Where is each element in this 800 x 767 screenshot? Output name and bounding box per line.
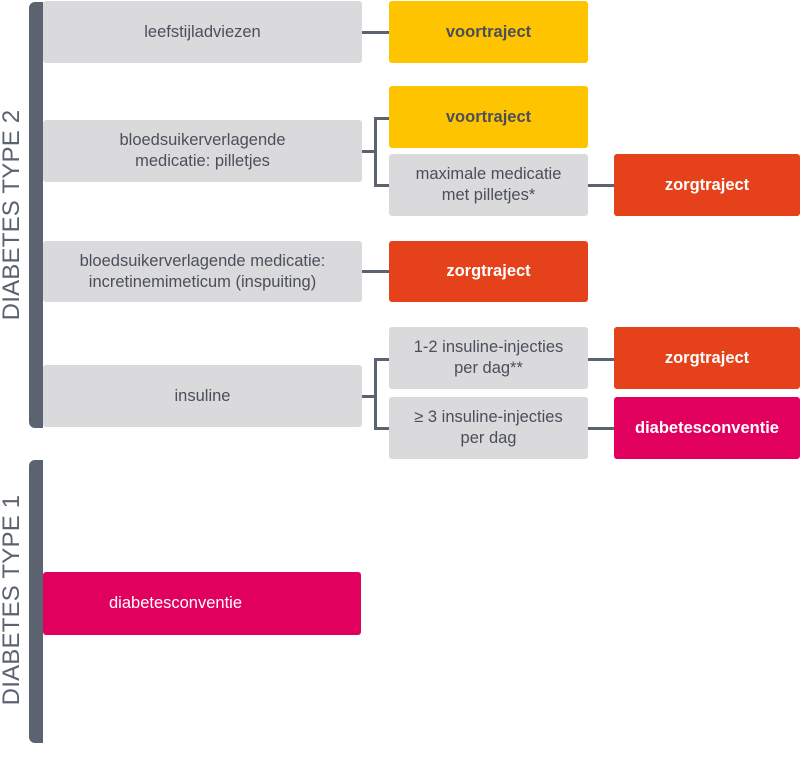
incretin-care-trajectory-box: zorgtraject: [389, 241, 588, 302]
insulin-3-injections-box: ≥ 3 insuline-injecties per dag: [389, 397, 588, 459]
max-oral-medication-box: maximale medicatie met pilletjes*: [389, 154, 588, 216]
insulin-1-2-injections-box: 1-2 insuline-injecties per dag**: [389, 327, 588, 389]
type2-bar: [29, 2, 43, 428]
connector-maxmed: [588, 184, 615, 187]
incretin-medication-box: bloedsuikerverlagende medicatie: increti…: [43, 241, 362, 302]
type1-bar: [29, 460, 43, 743]
connector-pills-bottom: [374, 184, 390, 187]
type2-label: DIABETES TYPE 2: [0, 109, 25, 321]
connector-insulin-1-2: [588, 358, 615, 361]
type1-label: DIABETES TYPE 1: [0, 494, 25, 706]
connector-pills-stem: [362, 150, 376, 153]
maxmed-care-trajectory-box: zorgtraject: [614, 154, 800, 216]
insulin-box: insuline: [43, 365, 362, 427]
oral-medication-box: bloedsuikerverlagende medicatie: pilletj…: [43, 120, 362, 182]
connector-insulin-bottom: [374, 427, 390, 430]
connector-insulin-3: [588, 427, 615, 430]
connector-lifestyle: [362, 31, 390, 34]
connector-insulin-vertical: [374, 358, 377, 430]
connector-pills-top: [374, 117, 390, 120]
lifestyle-pretrajectory-box: voortraject: [389, 1, 588, 63]
pills-pretrajectory-box: voortraject: [389, 86, 588, 148]
connector-pills-vertical: [374, 117, 377, 187]
type1-diabetes-convention-box: diabetesconventie: [43, 572, 361, 635]
connector-insulin-top: [374, 358, 390, 361]
connector-incretin: [362, 270, 390, 273]
insulin-care-trajectory-box: zorgtraject: [614, 327, 800, 389]
insulin-diabetes-convention-box: diabetesconventie: [614, 397, 800, 459]
connector-insulin-stem: [362, 395, 376, 398]
lifestyle-advice-box: leefstijladviezen: [43, 1, 362, 63]
